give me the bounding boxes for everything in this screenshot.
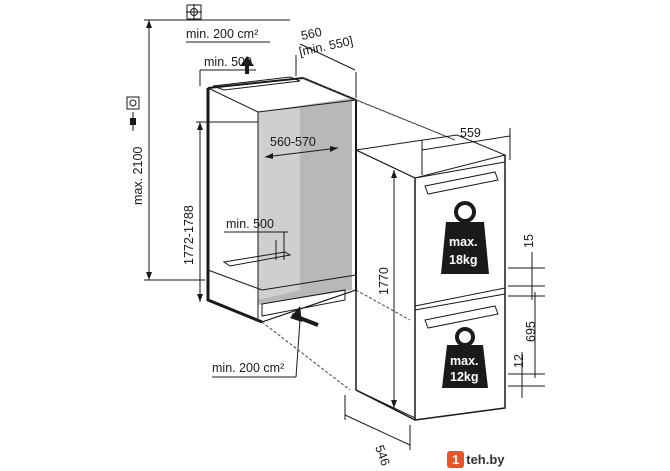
vent-top-dimension: min. 200 cm² min. 500 <box>186 27 270 86</box>
projection-lines <box>261 77 456 391</box>
weight-lower-icon: max. 12kg <box>442 327 488 388</box>
max-height-dimension: max. 2100 <box>131 19 290 281</box>
weight-upper-line2: 18kg <box>449 253 478 267</box>
interior-width-label: 560-570 <box>270 135 316 149</box>
door-gap-1-label: 15 <box>522 234 536 248</box>
weight-upper-icon: max. 18kg <box>441 201 489 274</box>
niche-cabinet <box>206 76 357 324</box>
fridge-appliance <box>354 134 507 421</box>
appliance-depth-dimension: 546 <box>344 395 411 468</box>
vent-bottom-depth-dimension: min. 500 <box>222 217 292 267</box>
power-outlet-icon <box>126 96 140 131</box>
appliance-width-dimension: 559 <box>421 126 511 175</box>
door-gap-2-label: 12 <box>512 354 526 368</box>
top-width-label: 560 <box>300 25 323 43</box>
vent-bottom-depth-label: min. 500 <box>226 217 274 231</box>
max-height-label: max. 2100 <box>131 147 145 205</box>
lower-door-label: 695 <box>524 321 538 342</box>
appliance-depth-label: 546 <box>372 443 392 467</box>
watermark: 1 teh.by <box>447 449 667 469</box>
weight-upper-line1: max. <box>449 235 478 249</box>
weight-lower-line2: 12kg <box>450 370 479 384</box>
weight-lower-line1: max. <box>450 354 479 368</box>
bottom-vent-arrow-icon <box>290 306 319 327</box>
niche-height-label: 1772-1788 <box>182 205 196 265</box>
vent-top-label: min. 200 cm² <box>186 27 258 41</box>
watermark-badge: 1 <box>447 450 465 468</box>
watermark-text: teh.by <box>466 451 505 467</box>
interior-width-dimension: 560-570 <box>264 135 339 159</box>
vent-bottom-label: min. 200 cm² <box>212 361 284 375</box>
appliance-width-label: 559 <box>460 126 481 140</box>
appliance-height-dimension: 1770 <box>377 170 397 408</box>
door-dimensions: 15 695 12 <box>508 234 545 398</box>
vent-top-depth-label: min. 500 <box>204 55 252 69</box>
niche-height-dimension: 1772-1788 <box>182 121 258 302</box>
appliance-height-label: 1770 <box>377 267 391 295</box>
vent-bottom-dimension: min. 200 cm² <box>212 319 301 378</box>
outlet-top-icon <box>186 4 202 20</box>
